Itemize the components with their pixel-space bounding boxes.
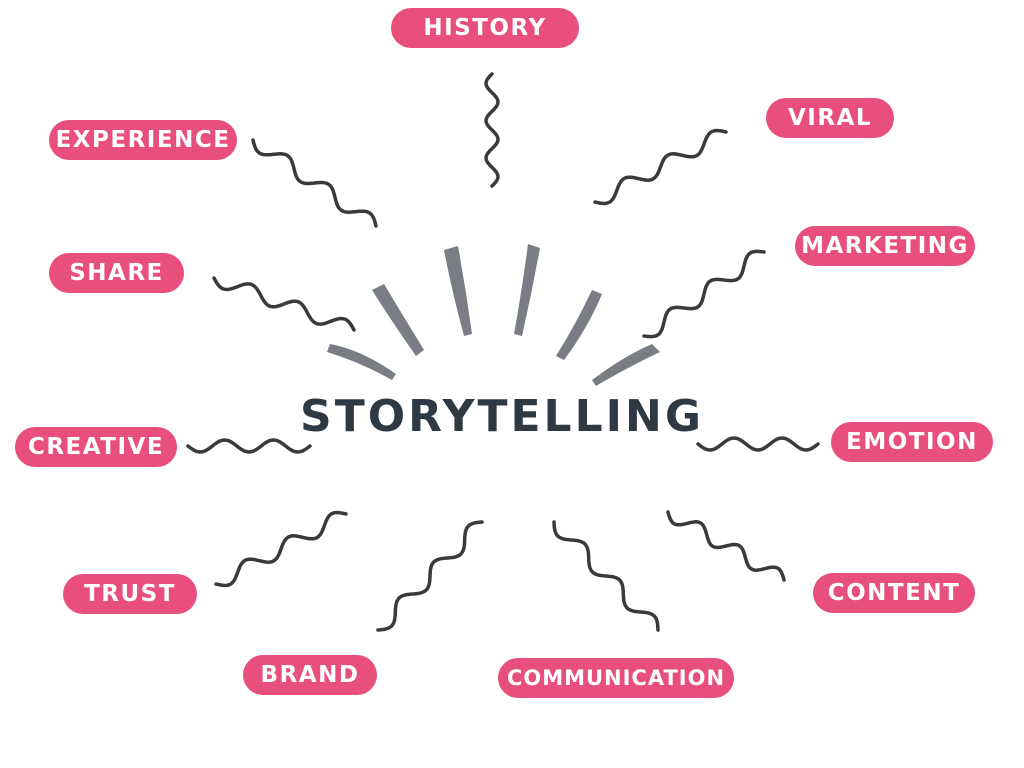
ray-2 xyxy=(372,284,424,356)
topic-pill-trust: TRUST xyxy=(63,574,197,614)
topic-pill-emotion: EMOTION xyxy=(831,422,993,462)
ray-5 xyxy=(556,290,602,360)
connector-emotion xyxy=(696,436,820,452)
topic-pill-brand: BRAND xyxy=(243,655,377,695)
ray-1 xyxy=(327,344,396,380)
connector-trust xyxy=(214,510,348,588)
topic-pill-communication: COMMUNICATION xyxy=(498,658,734,698)
connector-content xyxy=(666,510,786,582)
topic-pill-marketing: MARKETING xyxy=(795,226,975,266)
topic-pill-share: SHARE xyxy=(49,253,184,293)
topic-pill-creative: CREATIVE xyxy=(15,427,177,467)
topic-pill-experience: EXPERIENCE xyxy=(49,120,237,160)
topic-pill-viral: VIRAL xyxy=(766,98,894,138)
central-topic: STORYTELLING xyxy=(300,390,704,442)
starburst-rays xyxy=(327,244,660,386)
topic-pill-history: HISTORY xyxy=(391,8,579,48)
connector-communication xyxy=(552,520,660,632)
connector-share xyxy=(212,276,356,332)
connector-history xyxy=(484,72,500,188)
ray-4 xyxy=(514,244,540,336)
connector-experience xyxy=(251,138,378,228)
connector-viral xyxy=(593,128,728,206)
connector-marketing xyxy=(642,249,766,339)
ray-3 xyxy=(444,246,472,336)
connector-brand xyxy=(376,520,484,632)
ray-6 xyxy=(592,344,660,386)
connector-creative xyxy=(186,438,312,454)
topic-pill-content: CONTENT xyxy=(813,573,975,613)
wavy-connectors xyxy=(186,72,820,632)
